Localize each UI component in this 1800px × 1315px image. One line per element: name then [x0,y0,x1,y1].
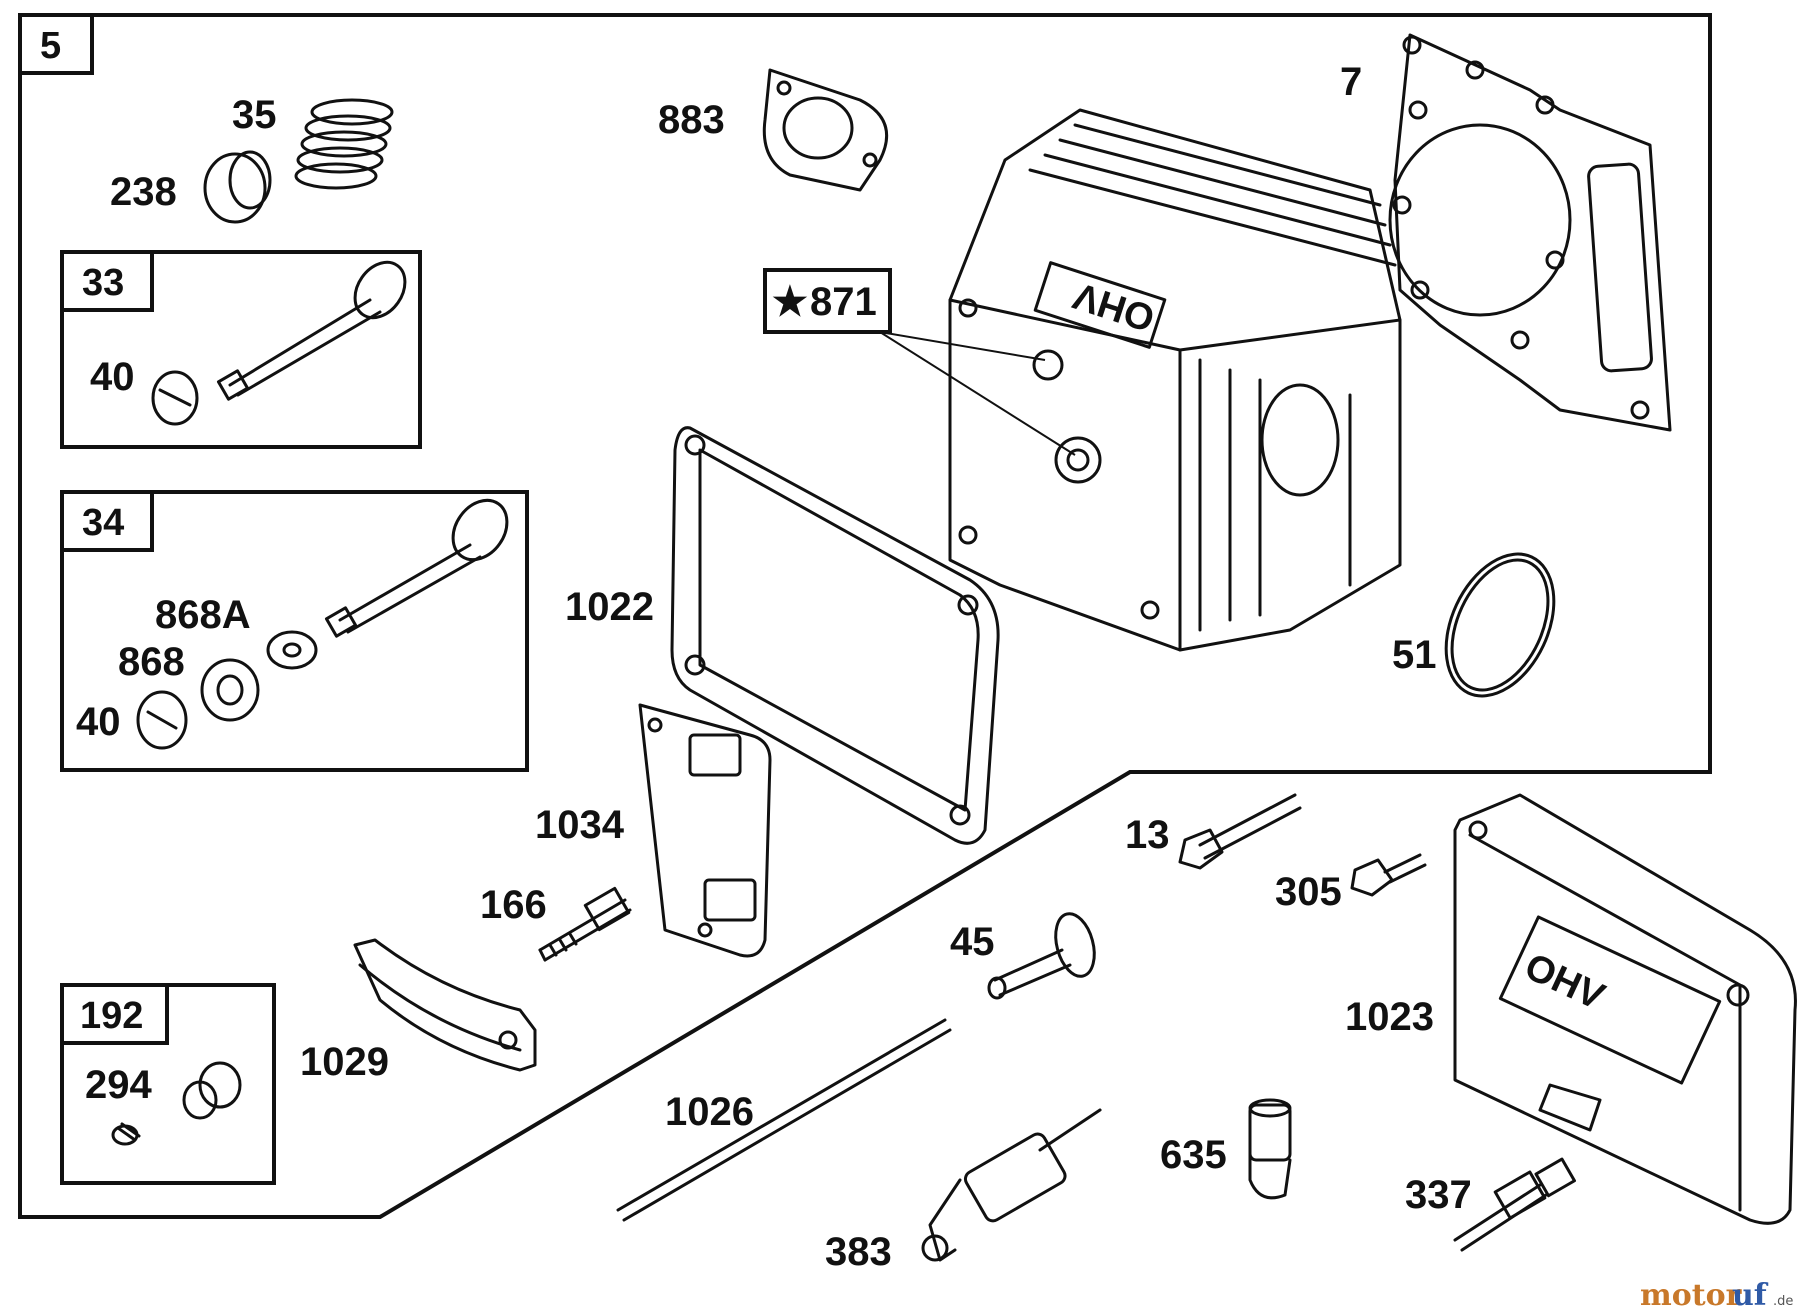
label-1023: 1023 [1345,995,1434,1039]
watermark-tld: .de [1773,1294,1793,1309]
label-305: 305 [1275,870,1342,914]
label-868: 868 [118,640,185,684]
label-1029: 1029 [300,1040,389,1084]
cylinder-head-drawing: OHV [948,108,1402,652]
subassembly-box-192: 192 [60,983,276,1185]
push-rod-drawing [616,1018,952,1222]
label-7: 7 [1340,60,1362,104]
watermark-brand-b: uf [1732,1278,1769,1313]
callout-star: ★ [772,280,808,324]
label-1034: 1034 [535,803,625,847]
label-883: 883 [658,98,725,142]
subassembly-box-33: 33 [60,250,422,449]
box-34-label: 34 [82,502,124,544]
valve-adjust-parts-drawing [111,1061,242,1146]
label-337: 337 [1405,1173,1472,1217]
elbow-fitting-drawing [1248,1098,1292,1200]
label-40-a: 40 [90,355,135,399]
spring-compressor-tool-drawing [921,1108,1102,1262]
label-51: 51 [1392,633,1437,677]
bolt-13-drawing [1178,793,1302,870]
cover-ohv-text: OHV [1518,946,1611,1019]
rocker-arm-drawing [353,938,537,1072]
label-868A: 868A [155,593,251,637]
head-gasket-drawing [1388,33,1672,432]
rocker-cover-gasket-drawing [670,426,1000,845]
spark-plug-drawing [1453,1157,1576,1252]
valve-cap-drawing [203,150,272,224]
label-35: 35 [232,93,277,137]
label-1022: 1022 [565,585,654,629]
assembly-frame: 5 [18,13,1712,1219]
exhaust-gasket-drawing [762,68,889,192]
label-40-b: 40 [76,700,121,744]
label-1026: 1026 [665,1090,754,1134]
subassembly-box-34: 34 [60,490,529,772]
pivot-45-drawing [987,912,1096,1000]
box-33-label: 33 [82,262,124,304]
screw-305-drawing [1350,853,1427,897]
callout-871: ★ 871 [763,268,1076,456]
breather-plate-drawing [638,703,772,958]
watermark-logo: motor uf .de [1640,1278,1793,1313]
box-192-label: 192 [80,995,143,1037]
valve-cover-drawing: OHV [1453,793,1797,1225]
assembly-label: 5 [40,25,61,67]
valve-34-drawing [136,498,509,750]
watermark-brand-a: motor [1640,1278,1743,1313]
label-294: 294 [85,1063,152,1107]
part-labels: 35 238 883 7 40 868A 868 40 1022 51 1034… [76,60,1472,1274]
label-13: 13 [1125,813,1170,857]
label-45: 45 [950,920,995,964]
label-166: 166 [480,883,547,927]
o-ring-drawing [1444,552,1556,698]
callout-number: 871 [810,280,877,324]
label-383: 383 [825,1230,892,1274]
label-635: 635 [1160,1133,1227,1177]
spring-drawing [294,98,394,190]
valve-33-drawing [151,260,407,426]
label-238: 238 [110,170,177,214]
stud-drawing [538,886,632,962]
